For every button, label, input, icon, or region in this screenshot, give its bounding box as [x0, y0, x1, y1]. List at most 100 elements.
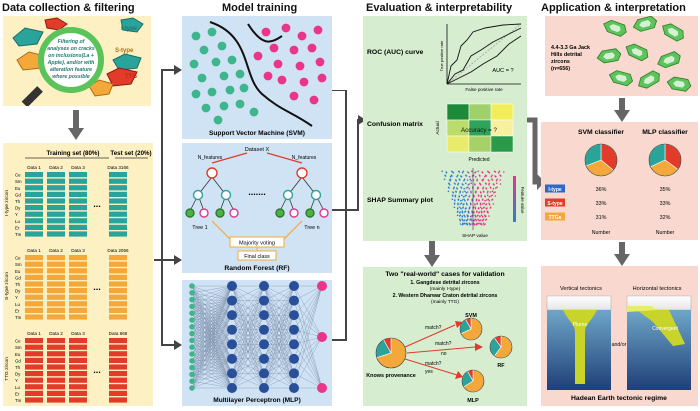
data-cell	[109, 377, 127, 383]
shap-point	[479, 175, 481, 177]
data-cell	[109, 307, 127, 313]
data-cell	[47, 205, 65, 211]
shap-point	[457, 182, 460, 185]
element-label: Th	[15, 199, 21, 204]
shap-point	[463, 178, 466, 181]
svm-point	[289, 45, 299, 55]
shap-point	[499, 179, 501, 181]
shap-point	[475, 191, 477, 194]
svm-point	[295, 61, 305, 71]
rf-panel: Dataset X N_features N_features	[182, 143, 332, 273]
mlp-edge	[263, 315, 295, 389]
shap-point	[495, 187, 497, 189]
mlp-edge	[191, 285, 233, 293]
vertical-label: Vertical tectonics	[560, 286, 602, 292]
shap-point	[499, 183, 502, 185]
shap-point	[475, 198, 478, 201]
mlp-edge	[191, 285, 233, 316]
pie-outline	[461, 369, 485, 393]
shap-point	[474, 207, 477, 210]
shap-point	[476, 203, 478, 205]
data-cell	[47, 172, 65, 178]
shap-point	[455, 179, 458, 182]
mlp-edge	[231, 315, 265, 389]
mlp-edge	[191, 329, 233, 382]
data-cell	[109, 344, 127, 350]
mlp-edge	[191, 373, 233, 389]
mlp-edge	[191, 329, 233, 334]
svm-point	[253, 51, 263, 61]
data-cell	[69, 224, 87, 230]
mlp-node	[189, 303, 195, 310]
class-swatch	[545, 212, 565, 221]
data-cell	[25, 185, 43, 191]
shap-point	[459, 214, 462, 217]
data-cell	[109, 371, 127, 377]
shap-point	[478, 219, 481, 222]
shap-point	[466, 203, 468, 206]
element-label: Y	[15, 295, 18, 300]
svm-validation-pie	[459, 317, 483, 341]
mlp-edge	[263, 285, 295, 359]
mlp-edge	[191, 367, 233, 374]
data-cell	[25, 314, 43, 320]
shap-point	[459, 219, 462, 222]
shap-point	[460, 175, 463, 178]
shap-point	[466, 215, 469, 218]
mlp-edge	[191, 344, 233, 382]
mlp-edge	[191, 344, 233, 361]
data-cell	[47, 178, 65, 184]
shap-value-label: SHAP value	[462, 233, 488, 239]
shap-point	[488, 179, 490, 182]
group-label: S-type zircon	[4, 272, 10, 300]
mlp-edge	[231, 358, 265, 389]
mlp-edge	[191, 313, 233, 345]
shap-point	[486, 194, 489, 197]
shap-point	[465, 202, 468, 205]
zircon-core	[663, 55, 675, 64]
cm-cell	[490, 135, 514, 153]
shap-point	[485, 219, 487, 221]
case1b-label: (mainly I-type)	[430, 286, 461, 292]
shap-point	[476, 179, 478, 182]
shap-point	[454, 194, 457, 197]
mlp-node	[189, 344, 195, 350]
element-label: Y	[15, 212, 18, 217]
shap-point	[473, 219, 475, 222]
auc-label: AUC = ?	[492, 68, 513, 74]
svm-point	[217, 41, 227, 51]
mlp-edge	[191, 319, 233, 374]
shap-point	[474, 175, 477, 178]
mlp-edge	[263, 285, 295, 301]
mlp-edge	[293, 285, 323, 389]
data-cell	[47, 198, 65, 204]
green-zircon	[625, 43, 649, 62]
mlp-edge	[191, 353, 233, 360]
arrow-down-1	[68, 110, 84, 140]
mlp-validation-pie	[461, 369, 485, 393]
mlp-node	[227, 281, 237, 291]
shap-point	[488, 199, 490, 202]
svm-point	[189, 59, 199, 69]
mlp-edge	[191, 381, 233, 389]
data-cell	[25, 268, 43, 274]
cm-label: Confusion matrix	[367, 121, 423, 128]
shap-point	[468, 207, 471, 210]
match-1: match?	[425, 325, 442, 331]
shap-point	[489, 187, 492, 189]
shap-point	[464, 215, 466, 218]
shap-point	[483, 191, 485, 193]
data-cell	[25, 338, 43, 344]
cm-cell	[446, 135, 470, 153]
tectonics-panel: Vertical tectonics Horizontal tectonics …	[541, 266, 698, 406]
mlp-edge	[191, 285, 233, 314]
data-cell	[69, 390, 87, 396]
data-cell	[109, 224, 127, 230]
shap-point	[479, 183, 482, 186]
shap-point	[464, 211, 466, 213]
svm-point	[199, 45, 209, 55]
data-header: Data 3	[71, 165, 85, 170]
data-cell	[69, 261, 87, 267]
training-set-label: Training set (80%)	[47, 150, 100, 157]
shap-point	[464, 199, 466, 202]
